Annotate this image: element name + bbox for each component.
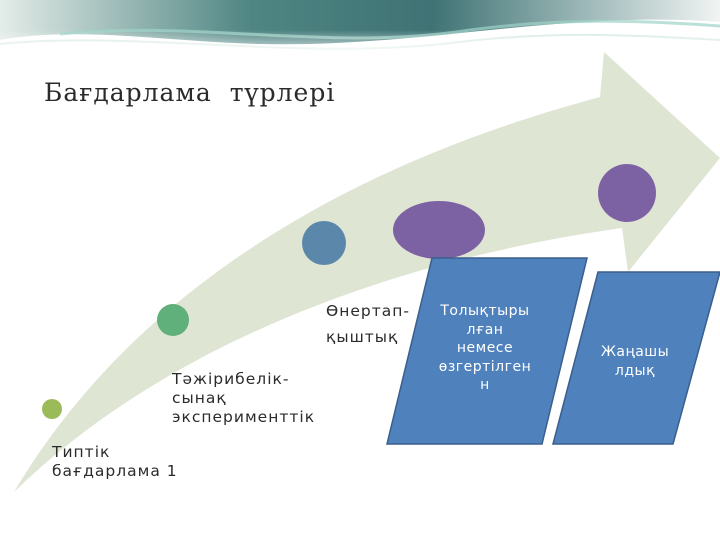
- step-dot-3: [302, 221, 346, 265]
- step-dot-4: [393, 201, 485, 259]
- box-label-innovation: Жаңашы лдық: [600, 344, 670, 379]
- step-label-2: Тәжірибелік- сынақ эксперименттік: [172, 370, 316, 426]
- step-dot-1: [42, 399, 62, 419]
- box-label-supplemented: Толықтыры лған немесе өзгертілген н: [438, 303, 532, 393]
- step-label-4: Өнертап- қыштық: [326, 302, 410, 346]
- step-dot-2: [157, 304, 189, 336]
- page-title: Бағдарлама түрлері: [44, 78, 336, 107]
- step-dot-5: [598, 164, 656, 222]
- box-innovation: [552, 271, 720, 445]
- step-label-1: Типтік бағдарлама 1: [52, 443, 178, 480]
- box-supplemented: [386, 257, 588, 445]
